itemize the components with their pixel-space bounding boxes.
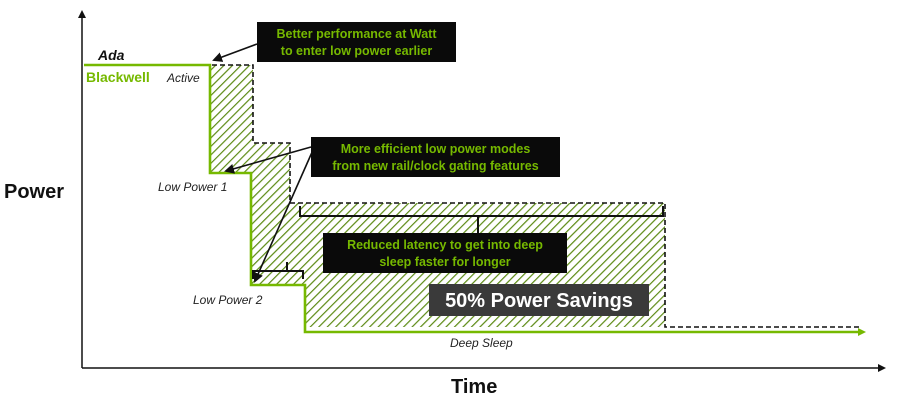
power-savings-box: [429, 284, 649, 316]
efficiency-callout-arrow-1: [224, 146, 312, 174]
blackwell-curve-arrowhead: [858, 328, 866, 336]
latency-callout-line-2: sleep faster for longer: [379, 255, 510, 269]
state-low-power-1-label: Low Power 1: [158, 180, 227, 194]
latency-callout-box: [323, 233, 567, 273]
state-deep-sleep-label: Deep Sleep: [450, 336, 513, 350]
efficiency-callout-box: [311, 137, 560, 177]
blackwell-power-curve: [84, 63, 860, 334]
y-axis-title: Power: [4, 181, 64, 203]
latency-bracket: [252, 262, 304, 279]
latency-callout-line-1: Reduced latency to get into deep: [347, 238, 543, 252]
ada-series-label: Ada: [97, 47, 125, 63]
x-axis-title: Time: [451, 376, 497, 398]
power-savings-label: 50% Power Savings: [445, 290, 633, 312]
performance-callout-arrow: [212, 43, 258, 62]
performance-callout-line-1: Better performance at Watt: [277, 27, 438, 41]
state-active-label: Active: [166, 71, 200, 85]
efficiency-callout-line-1: More efficient low power modes: [341, 142, 531, 156]
blackwell-series-label: Blackwell: [86, 69, 150, 85]
ada-power-curve: [84, 64, 860, 328]
efficiency-callout-arrow-2: [253, 149, 314, 283]
state-low-power-2-label: Low Power 2: [193, 293, 263, 307]
efficiency-callout-line-2: from new rail/clock gating features: [332, 159, 538, 173]
deep-sleep-duration-bracket: [299, 206, 664, 236]
performance-callout-line-2: to enter low power earlier: [281, 44, 433, 58]
performance-callout-box: [257, 22, 456, 62]
